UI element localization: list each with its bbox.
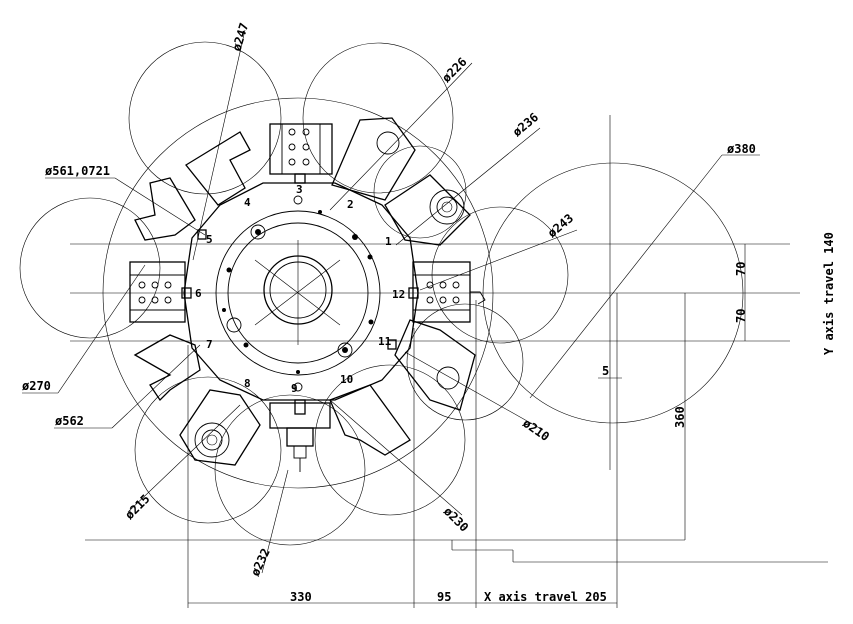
- label-y-travel: Y axis travel 140: [822, 232, 836, 355]
- label-d561: ø561,0721: [45, 164, 110, 178]
- holder-right-upper: [384, 174, 471, 246]
- turret-body: [129, 117, 486, 472]
- label-95: 95: [437, 590, 451, 604]
- station-10: 10: [340, 373, 353, 386]
- station-12: 12: [392, 288, 405, 301]
- holder-lower-right: [329, 384, 411, 456]
- station-3: 3: [296, 183, 303, 196]
- circle-247: [128, 41, 282, 195]
- center-lines: [70, 240, 800, 345]
- station-8: 8: [244, 377, 251, 390]
- holder-top: [269, 123, 333, 175]
- holder-right: [412, 261, 471, 323]
- label-360: 360: [673, 406, 687, 428]
- circle-232: [214, 394, 366, 546]
- station-2: 2: [347, 198, 354, 211]
- holder-bottom: [269, 402, 331, 429]
- label-d270: ø270: [22, 379, 51, 393]
- label-d215: ø215: [122, 492, 152, 522]
- turret-outline: [183, 182, 419, 401]
- holder-left-lower: [133, 334, 201, 402]
- label-d247: ø247: [229, 21, 251, 53]
- holder-left-upper: [134, 177, 196, 241]
- label-d236: ø236: [510, 110, 541, 139]
- holder-lower-left: [179, 389, 261, 466]
- holder-top-right: [331, 117, 416, 201]
- holder-upper-left: [185, 131, 251, 206]
- station-5: 5: [206, 233, 213, 246]
- label-d243: ø243: [545, 211, 576, 240]
- station-4: 4: [244, 196, 251, 209]
- label-70-bottom: 70: [734, 309, 748, 323]
- circle-215: [134, 376, 282, 524]
- dimension-labels: 330 95 X axis travel 205 Y axis travel 1…: [290, 232, 836, 604]
- label-d210: ø210: [520, 416, 552, 444]
- leader-lines: [22, 29, 760, 574]
- label-d232: ø232: [248, 546, 273, 578]
- station-numbers: 1 2 3 4 5 6 7 8 9 10 11 12: [195, 183, 405, 395]
- label-70-top: 70: [734, 262, 748, 276]
- circle-270: [19, 197, 161, 339]
- station-6: 6: [195, 287, 202, 300]
- station-7: 7: [206, 338, 213, 351]
- circle-226: [302, 42, 454, 194]
- holder-left: [129, 261, 186, 323]
- dimension-lines: [85, 115, 828, 608]
- label-d380: ø380: [727, 142, 756, 156]
- label-5: 5: [602, 364, 609, 378]
- interference-circles: [19, 41, 744, 546]
- label-d562: ø562: [55, 414, 84, 428]
- station-1: 1: [385, 235, 392, 248]
- holder-right-lower: [394, 319, 476, 411]
- diameter-labels: ø247 ø226 ø236 ø380 ø561,0721 ø243 ø270 …: [22, 21, 756, 578]
- circle-210: [406, 303, 524, 421]
- station-11: 11: [378, 335, 392, 348]
- label-330: 330: [290, 590, 312, 604]
- circle-230: [314, 364, 466, 516]
- station-9: 9: [291, 382, 298, 395]
- label-x-travel: X axis travel 205: [484, 590, 607, 604]
- bolt-holes: [222, 210, 374, 374]
- circle-236: [373, 145, 467, 239]
- label-d230: ø230: [441, 504, 471, 534]
